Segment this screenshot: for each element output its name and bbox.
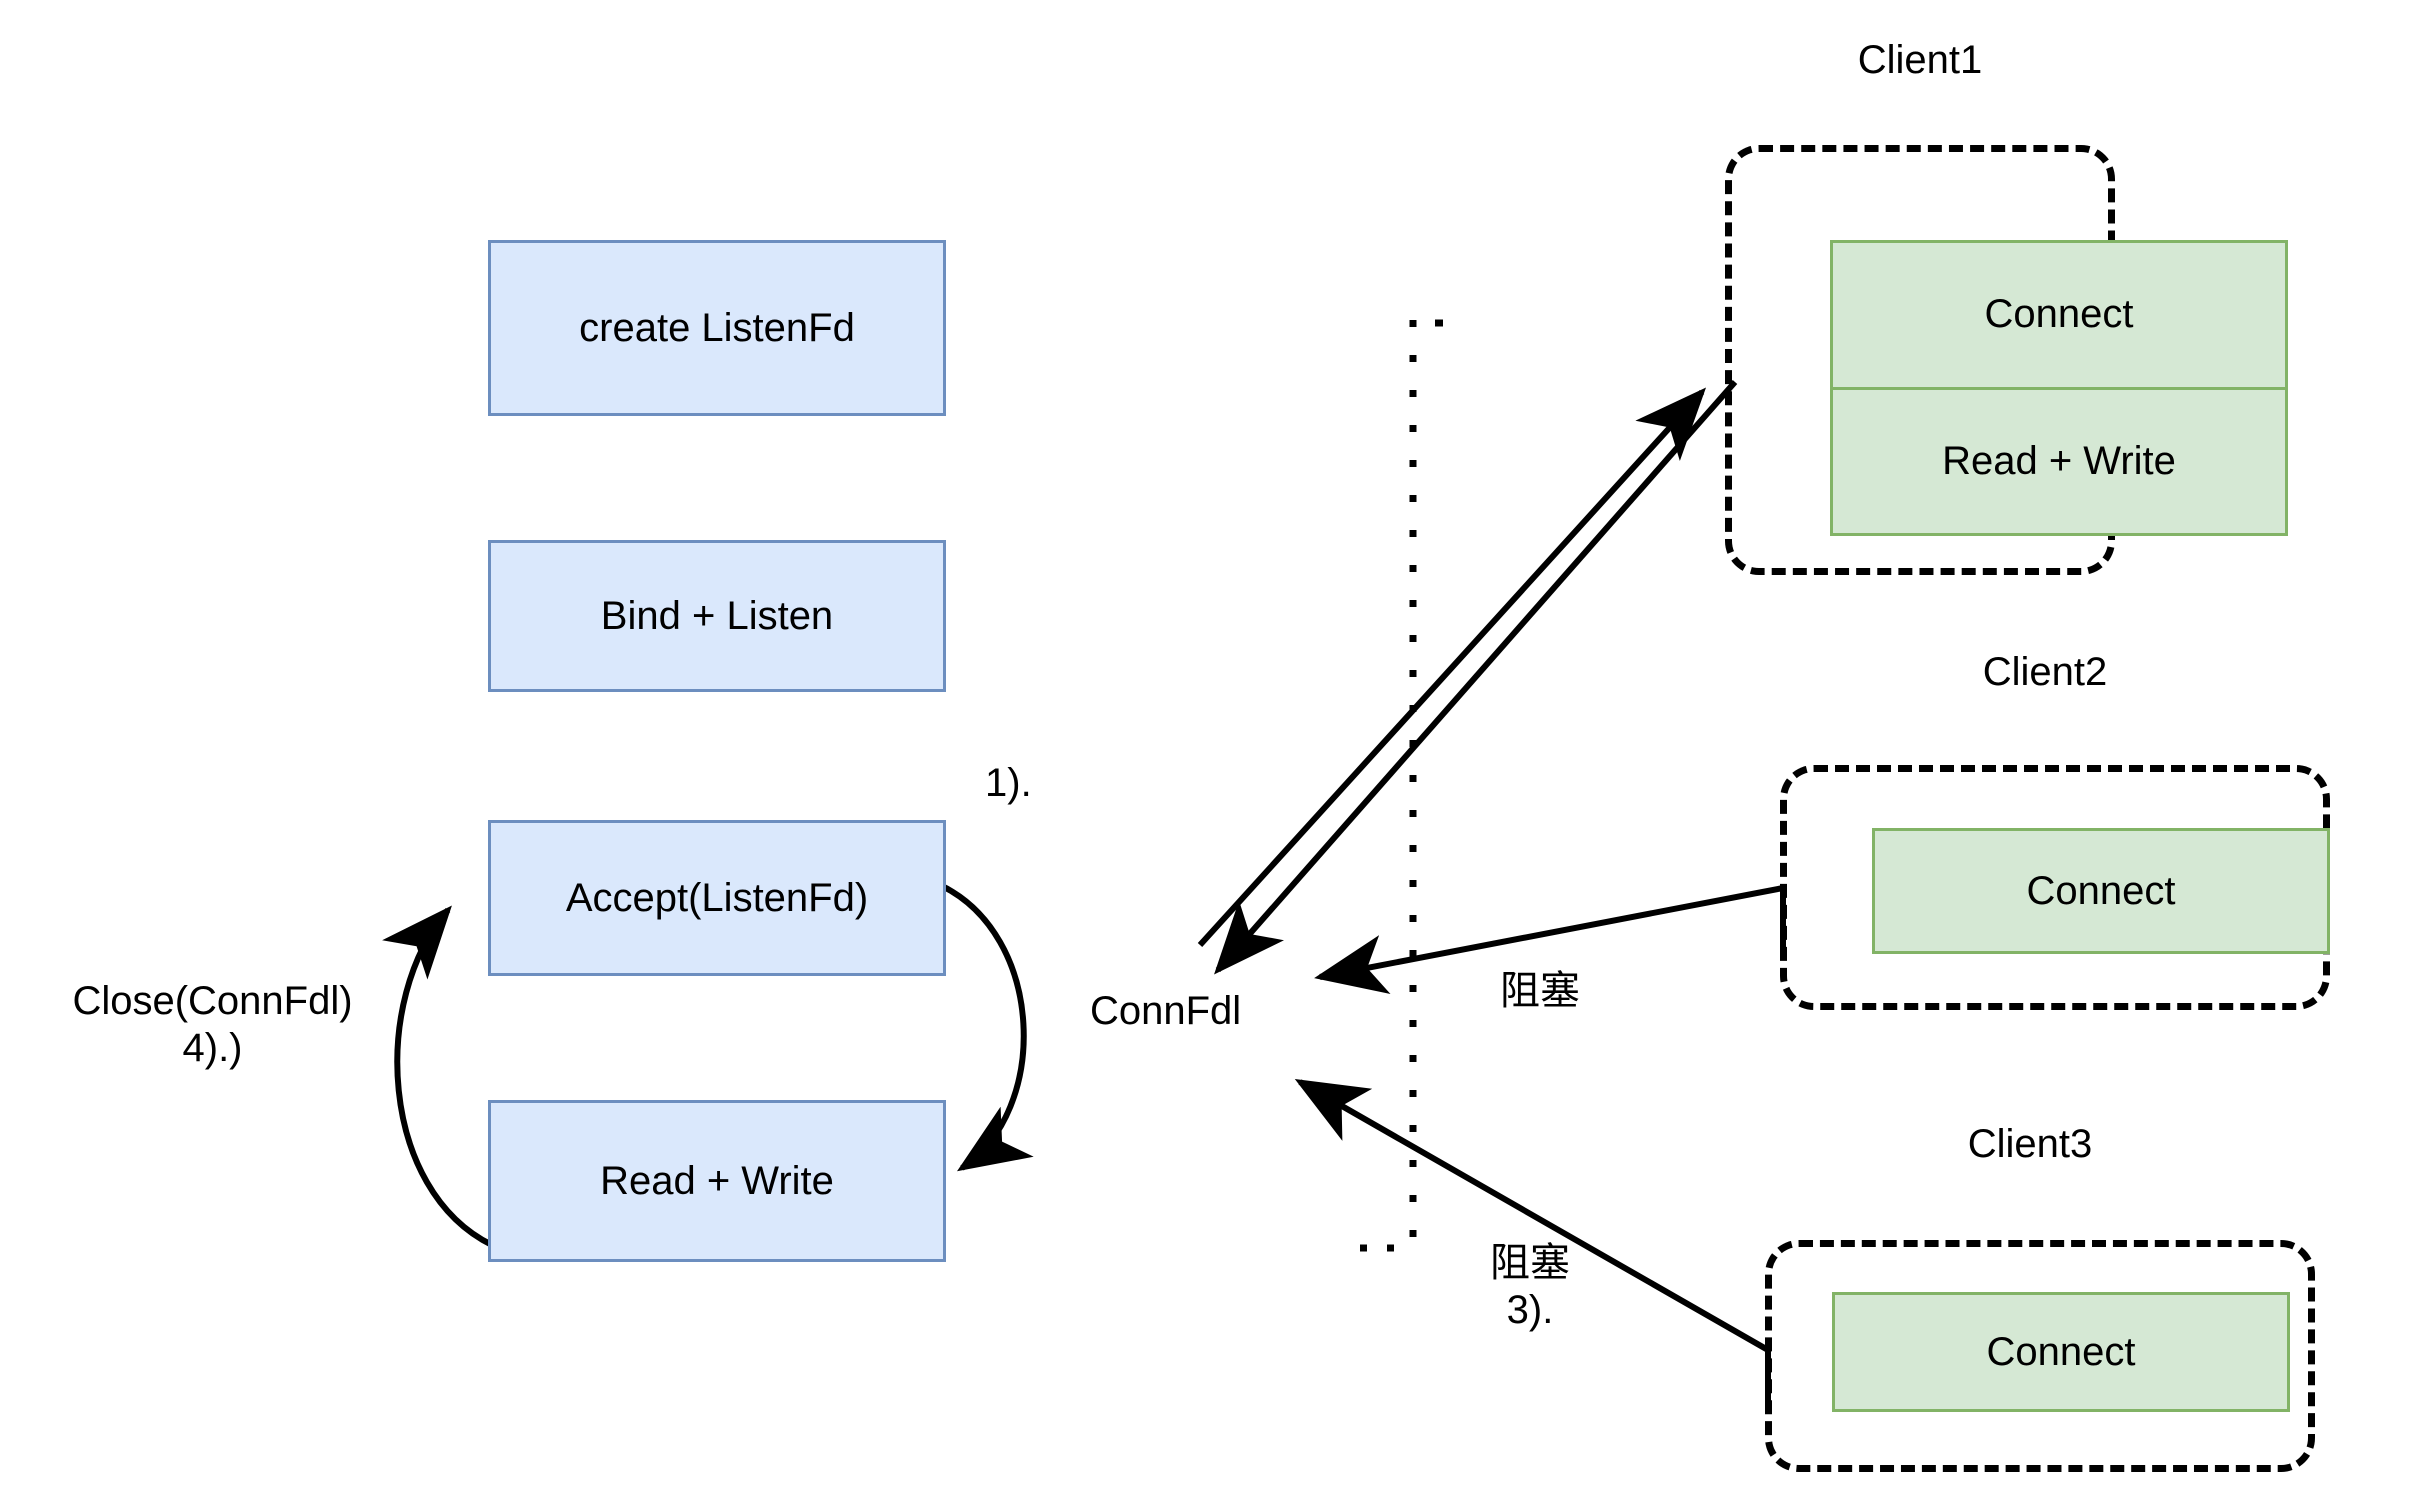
client3-title: Client3 — [1967, 1122, 2093, 1166]
edge-accept-to-readwrite — [938, 882, 1034, 1172]
label-step-1: 1). — [985, 761, 1032, 805]
process-label: Read + Write — [600, 1159, 834, 1203]
edge-connfd-to-client1 — [1197, 387, 1707, 948]
client3-action-label: Connect — [1986, 1330, 2136, 1374]
label-block-client2: 阻塞 — [1500, 969, 1580, 1013]
client2-title: Client2 — [1982, 650, 2108, 694]
label-connfd: ConnFdl — [1090, 989, 1242, 1033]
client1-action-connect[interactable]: Connect — [1833, 243, 2285, 387]
process-box-accept-listenfd[interactable]: Accept(ListenFd) — [488, 820, 946, 976]
edge-client2-to-connfd — [1314, 884, 1786, 995]
process-box-read-write[interactable]: Read + Write — [488, 1100, 946, 1262]
client2-action-label: Connect — [2026, 869, 2176, 913]
client1-action-label: Read + Write — [1942, 438, 2176, 483]
process-box-bind-listen[interactable]: Bind + Listen — [488, 540, 946, 692]
client3-container[interactable] — [1765, 1240, 2315, 1472]
label-close-connfd: Close(ConnFdl) 4).) — [72, 979, 353, 1071]
label-block-client3: 阻塞 3). — [1490, 1241, 1570, 1333]
client1-actions[interactable]: Connect Read + Write — [1830, 240, 2288, 536]
process-label: create ListenFd — [579, 306, 855, 350]
process-label: Bind + Listen — [600, 594, 834, 638]
client3-action-connect[interactable]: Connect — [1832, 1292, 2290, 1412]
client1-action-read-write[interactable]: Read + Write — [1833, 386, 2285, 534]
client1-action-label: Connect — [1984, 292, 2134, 337]
process-label: Accept(ListenFd) — [565, 876, 869, 920]
client1-title: Client1 — [1857, 38, 1983, 82]
edge-readwrite-to-accept — [382, 905, 494, 1248]
edge-client1-to-connfd — [1214, 380, 1738, 975]
process-box-create-listenfd[interactable]: create ListenFd — [488, 240, 946, 416]
client2-action-connect[interactable]: Connect — [1872, 828, 2330, 954]
